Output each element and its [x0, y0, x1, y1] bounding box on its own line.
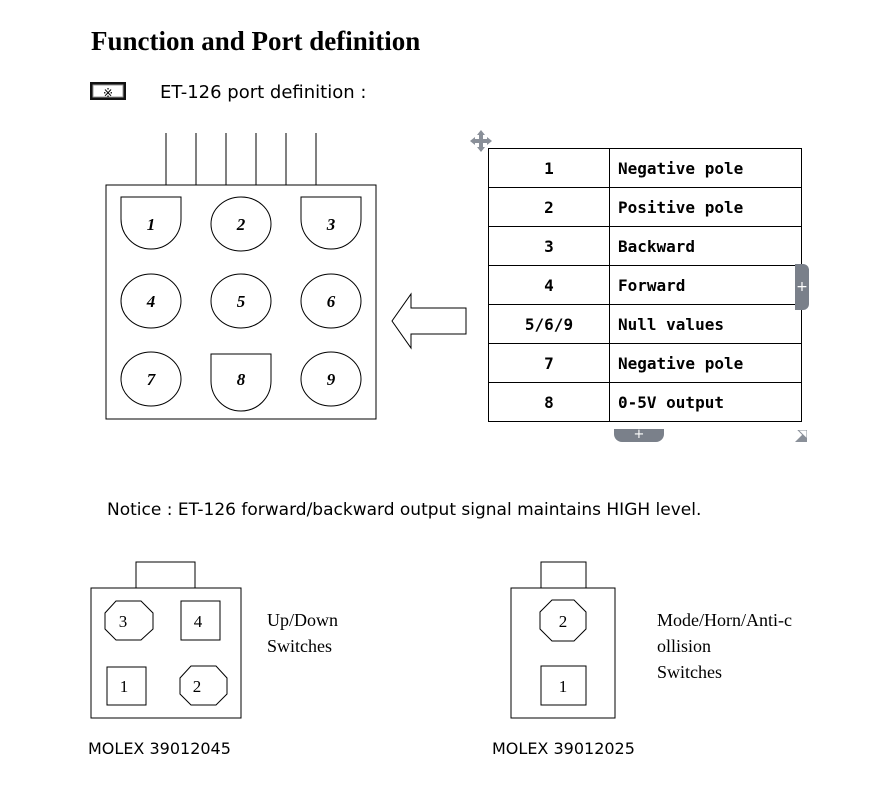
pin-3-shape — [300, 196, 362, 250]
port-number: 1 — [488, 148, 610, 188]
connector-a-description: Up/Down Switches — [267, 607, 338, 659]
port-number: 7 — [488, 343, 610, 383]
pin-label: 2 — [193, 677, 202, 696]
pin-7-shape — [120, 351, 182, 407]
connector-b-label-line: Switches — [657, 662, 722, 682]
pin-label: 7 — [147, 370, 157, 389]
notice-text: Notice : ET-126 forward/backward output … — [107, 500, 702, 520]
connector-b-latch — [540, 561, 587, 589]
pin-label: 8 — [237, 370, 246, 389]
reference-mark-glyph: ※ — [103, 86, 113, 100]
pin-8-shape — [210, 353, 272, 412]
port-description: Backward — [609, 226, 802, 266]
reference-mark-icon: ※ — [90, 82, 126, 100]
connector-housing — [105, 184, 377, 420]
port-description: Null values — [609, 304, 802, 344]
port-number: 2 — [488, 187, 610, 227]
port-number: 4 — [488, 265, 610, 305]
port-description: Forward — [609, 265, 802, 305]
pin-label: 6 — [327, 292, 336, 311]
pin-label: 3 — [326, 215, 336, 234]
connector-a-pin-2 — [179, 665, 228, 706]
connector-a-model: MOLEX 39012045 — [88, 739, 231, 758]
port-definition-heading: ET-126 port definition : — [160, 82, 367, 103]
connector-b-pin-1 — [540, 665, 587, 706]
pin-6-shape — [300, 273, 362, 329]
pin-2-shape — [210, 196, 272, 252]
page-title: Function and Port definition — [91, 26, 421, 56]
pin-label: 2 — [236, 215, 246, 234]
connector-a-pin-1 — [106, 666, 147, 706]
connector-a-label-line: Switches — [267, 636, 332, 656]
pin-label: 2 — [559, 612, 568, 631]
pin-1-shape — [120, 196, 182, 250]
connector-b-pin-2 — [539, 599, 587, 642]
table-move-handle-icon[interactable] — [470, 130, 492, 152]
pin-label: 4 — [194, 612, 203, 631]
connector-b-description: Mode/Horn/Anti-c ollision Switches — [657, 607, 792, 685]
port-description: Negative pole — [609, 148, 802, 188]
port-description: Positive pole — [609, 187, 802, 227]
pin-label: 9 — [327, 370, 336, 389]
left-arrow-icon — [391, 292, 467, 350]
connector-a-label-line: Up/Down — [267, 610, 338, 630]
pin-label: 1 — [120, 677, 129, 696]
port-number: 5/6/9 — [488, 304, 610, 344]
connector-b-label-line: Mode/Horn/Anti-c — [657, 610, 792, 630]
table-resize-handle-icon[interactable] — [795, 429, 808, 442]
connector-b-model: MOLEX 39012025 — [492, 739, 635, 758]
connector-a-pin-3 — [104, 600, 154, 641]
port-number: 8 — [488, 382, 610, 422]
add-column-button[interactable]: + — [795, 264, 809, 310]
add-row-button[interactable]: + — [614, 428, 664, 442]
port-number: 3 — [488, 226, 610, 266]
connector-a-housing — [90, 587, 242, 719]
pin-label: 1 — [559, 677, 568, 696]
port-description: 0-5V output — [609, 382, 802, 422]
port-description: Negative pole — [609, 343, 802, 383]
pin-9-shape — [300, 351, 362, 407]
pin-4-shape — [120, 273, 182, 329]
pin-label: 1 — [147, 215, 156, 234]
connector-b-label-line: ollision — [657, 636, 712, 656]
connector-a-pin-4 — [180, 600, 221, 641]
connector-b-housing — [510, 587, 616, 719]
pin-5-shape — [210, 273, 272, 329]
pin-label: 4 — [146, 292, 156, 311]
connector-a-latch — [135, 561, 196, 589]
pin-label: 3 — [119, 612, 128, 631]
pin-label: 5 — [237, 292, 246, 311]
